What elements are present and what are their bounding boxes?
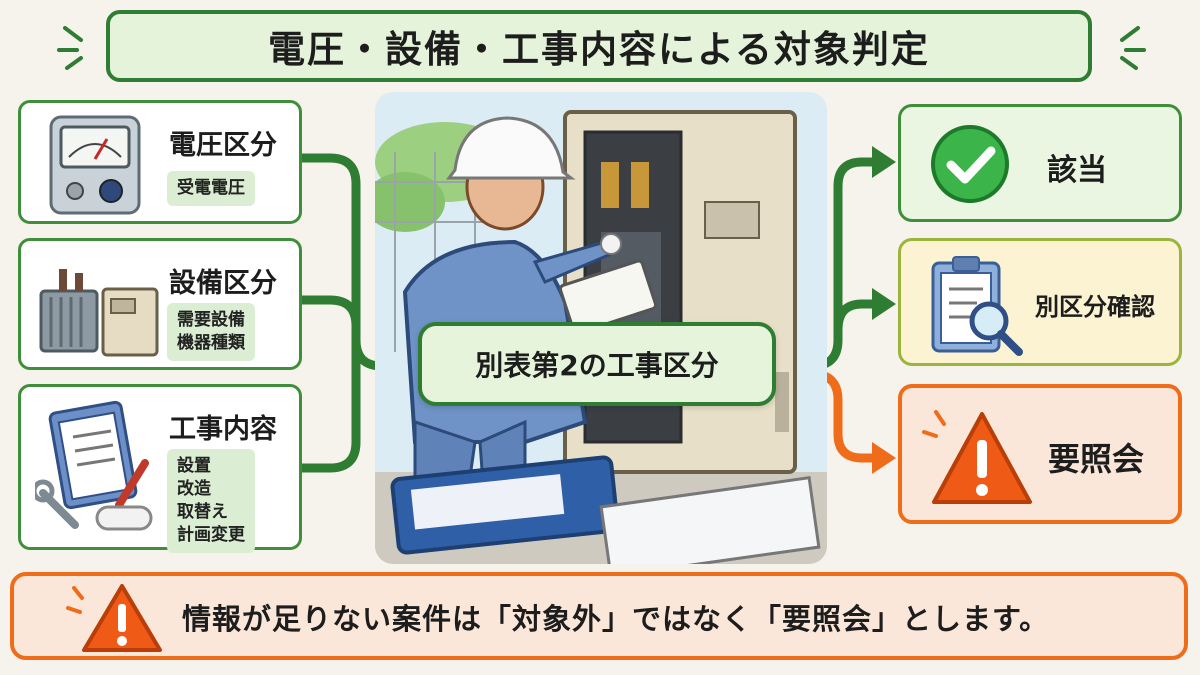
title-sparkle-right [1120,26,1146,70]
page-title: 電圧・設備・工事内容による対象判定 [268,28,930,71]
input-detail-voltage: 受電電圧 [167,171,255,206]
clipboard-magnifier-icon [931,256,1023,356]
footer-note-text: 情報が足りない案件は「対象外」ではなく「要照会」とします。 [182,602,1050,636]
detail-line: 受電電圧 [177,178,245,198]
detail-line: 設置 [177,456,211,476]
input-heading-equipment: 設備区分 [169,268,277,299]
outcome-label-other-category: 別区分確認 [1035,293,1155,321]
input-heading-voltage: 電圧区分 [169,130,277,161]
detail-line: 改造 [177,478,211,499]
detail-line: 計画変更 [177,524,245,545]
construction-category-label: 別表第2の工事区分 [475,349,719,382]
construction-category-box: 別表第2の工事区分 [418,322,776,406]
warning-triangle-icon [922,410,1032,504]
check-circle-icon [931,125,1009,203]
detail-line: 取替え [177,501,228,522]
warning-triangle-icon [66,584,162,652]
outcome-label-inquiry: 要照会 [1048,440,1145,478]
footer-note-banner: 情報が足りない案件は「対象外」ではなく「要照会」とします。 [10,572,1188,660]
outcome-card-other-category: 別区分確認 [898,238,1182,366]
input-card-equipment: 設備区分 需要設備 機器種類 [18,238,302,370]
input-heading-work: 工事内容 [169,414,277,445]
outcome-card-applicable: 該当 [898,104,1182,222]
transformer-cabinet-icon [39,269,159,357]
clipboard-tools-icon [35,400,153,531]
input-card-voltage: 電圧区分 受電電圧 [18,100,302,224]
outcome-label-applicable: 該当 [1047,153,1107,188]
outcome-card-inquiry: 要照会 [898,384,1182,524]
title-sparkle-left [57,26,83,70]
detail-line: 需要設備 [177,310,245,330]
input-detail-equipment: 需要設備 機器種類 [167,303,255,361]
input-detail-work: 設置 改造 取替え 計画変更 [167,449,255,553]
input-card-work: 工事内容 設置 改造 取替え 計画変更 [18,384,302,553]
detail-line: 機器種類 [177,332,245,353]
title-box: 電圧・設備・工事内容による対象判定 [106,10,1092,82]
voltmeter-panel-icon [49,115,141,215]
